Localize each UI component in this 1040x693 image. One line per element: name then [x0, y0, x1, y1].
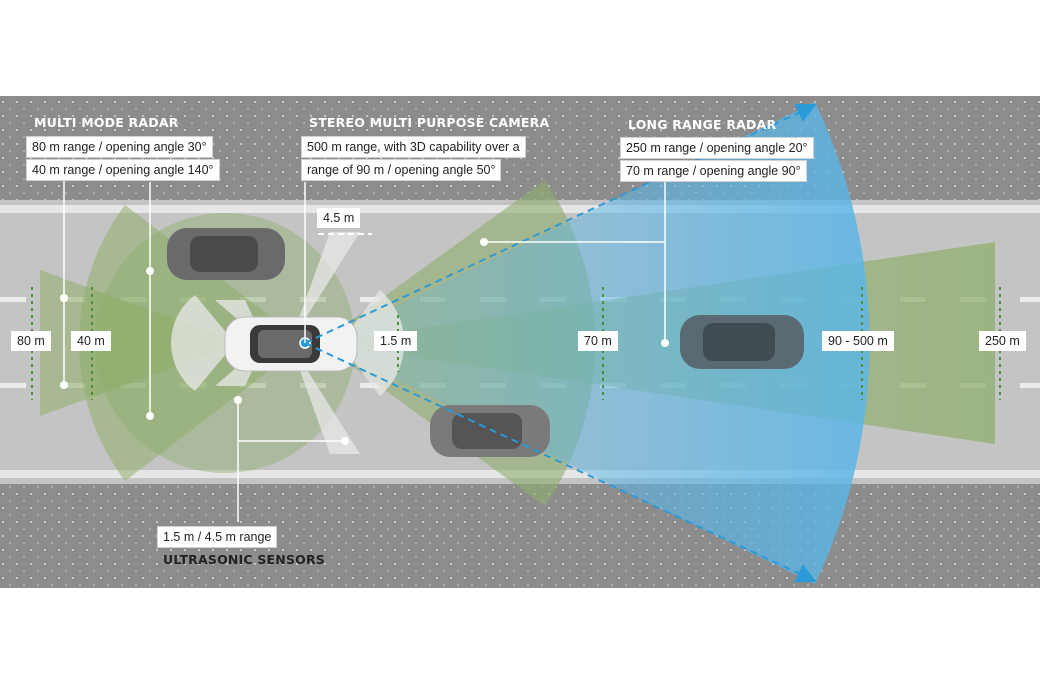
- lane-dash: [0, 297, 26, 302]
- distance-70m: 70 m: [578, 331, 618, 351]
- lane-dash: [1020, 297, 1040, 302]
- long-radar-line1: 250 m range / opening angle 20°: [620, 137, 814, 159]
- lane-dash: [0, 383, 26, 388]
- distance-4-5m: 4.5 m: [317, 208, 361, 228]
- lane-dash: [240, 297, 266, 302]
- distance-90-500m: 90 - 500 m: [822, 331, 894, 351]
- ultrasonic-line1: 1.5 m / 4.5 m range: [157, 526, 278, 548]
- long-radar-line2: 70 m range / opening angle 90°: [620, 160, 807, 182]
- camera-line1: 500 m range, with 3D capability over a: [301, 136, 526, 158]
- distance-40m: 40 m: [71, 331, 111, 351]
- ultrasonic-title: ULTRASONIC SENSORS: [163, 552, 325, 567]
- camera-title: STEREO MULTI PURPOSE CAMERA: [309, 115, 550, 130]
- multi-radar-title: MULTI MODE RADAR: [34, 115, 179, 130]
- multi-radar-line1: 80 m range / opening angle 30°: [26, 136, 213, 158]
- camera-line2: range of 90 m / opening angle 50°: [301, 159, 502, 181]
- ego-car: [224, 316, 358, 372]
- car-bottom: [430, 405, 550, 457]
- leader-dots: [60, 238, 669, 445]
- long-radar-title: LONG RANGE RADAR: [628, 117, 777, 132]
- car-ahead: [680, 315, 804, 369]
- distance-80m: 80 m: [11, 331, 51, 351]
- distance-250m: 250 m: [979, 331, 1026, 351]
- distance-1-5m: 1.5 m: [374, 331, 418, 351]
- lane-dash: [240, 383, 266, 388]
- multi-radar-narrow-zone: [40, 270, 240, 416]
- leader-lines: [63, 160, 666, 522]
- car-top-left: [167, 228, 285, 280]
- multi-radar-line2: 40 m range / opening angle 140°: [26, 159, 220, 181]
- lane-dash: [1020, 383, 1040, 388]
- arrow-down: [304, 342, 817, 583]
- arrow-up: [304, 103, 817, 344]
